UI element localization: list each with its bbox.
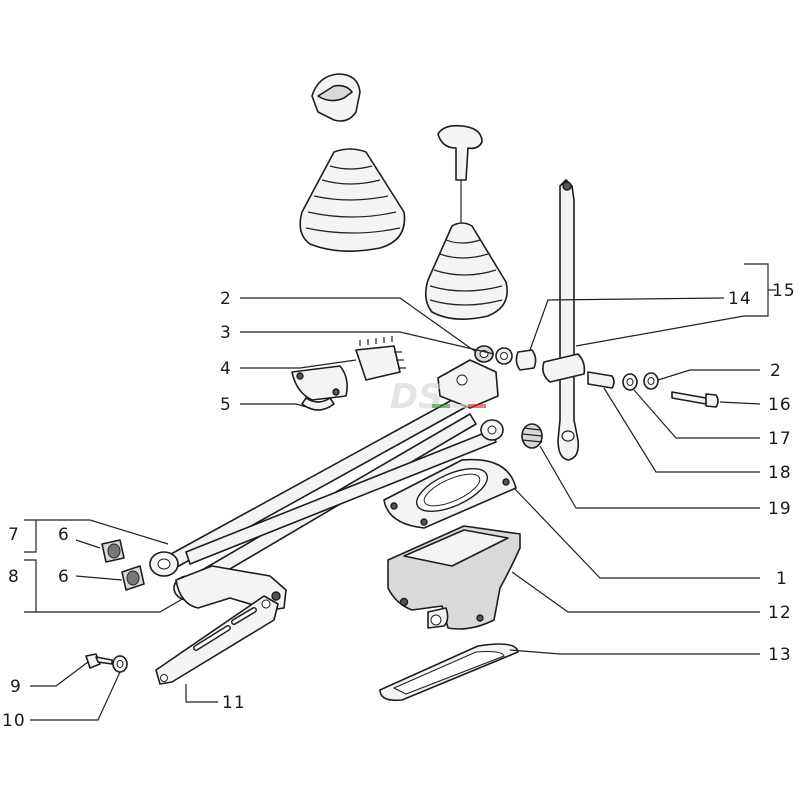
bracket-4 xyxy=(291,365,348,401)
callout-10: 10 xyxy=(2,711,26,731)
spacer-14 xyxy=(515,349,537,371)
callout-19: 19 xyxy=(768,499,792,519)
svg-text:DS: DS xyxy=(390,377,443,417)
watermark-logo: DS xyxy=(390,377,486,417)
slotted-plate-11 xyxy=(155,595,279,685)
watermark-stripe-red xyxy=(468,404,486,408)
callout-labels: 2 3 4 5 7 6 8 6 9 10 11 14 15 2 16 17 18… xyxy=(2,281,796,731)
bolt-16 xyxy=(671,391,719,408)
gear-lever-assembly xyxy=(424,124,508,320)
gear-lever-boot xyxy=(299,148,406,252)
callout-14: 14 xyxy=(728,289,752,309)
callout-12: 12 xyxy=(768,603,792,623)
callout-8: 8 xyxy=(8,567,20,587)
callout-2-right: 2 xyxy=(770,361,782,381)
callout-3: 3 xyxy=(220,323,232,343)
gasket-13 xyxy=(379,643,519,702)
callout-6-upper: 6 xyxy=(58,525,70,545)
callout-2-left: 2 xyxy=(220,289,232,309)
ring-2-right xyxy=(643,372,659,390)
watermark-stripe-green xyxy=(432,404,450,408)
callout-13: 13 xyxy=(768,645,792,665)
callout-4: 4 xyxy=(220,359,232,379)
shift-housing-12 xyxy=(387,525,521,630)
cover-plate-1 xyxy=(383,458,517,529)
linkage-rods xyxy=(149,359,504,601)
grommet-6-upper xyxy=(101,539,125,563)
grommet-6-lower xyxy=(121,565,145,591)
callout-15: 15 xyxy=(772,281,796,301)
bushing-3 xyxy=(474,345,494,363)
callout-16: 16 xyxy=(768,395,792,415)
washer-17 xyxy=(622,373,638,391)
clip-5 xyxy=(301,397,335,411)
callout-5: 5 xyxy=(220,395,232,415)
bolt-9 xyxy=(85,653,113,669)
watermark-stripe-white xyxy=(450,404,468,408)
callout-18: 18 xyxy=(768,463,792,483)
callout-7: 7 xyxy=(8,525,20,545)
spring-19 xyxy=(521,423,543,449)
callout-17: 17 xyxy=(768,429,792,449)
callout-6-lower: 6 xyxy=(58,567,70,587)
gear-knob xyxy=(311,73,361,122)
callout-9: 9 xyxy=(10,677,22,697)
callout-11: 11 xyxy=(222,693,246,713)
callout-1: 1 xyxy=(776,569,788,589)
leader-lines xyxy=(24,263,776,721)
selector-shaft xyxy=(542,179,615,461)
washer-10 xyxy=(112,655,128,673)
gear-segment xyxy=(355,336,406,381)
ring-2-left xyxy=(495,347,513,365)
